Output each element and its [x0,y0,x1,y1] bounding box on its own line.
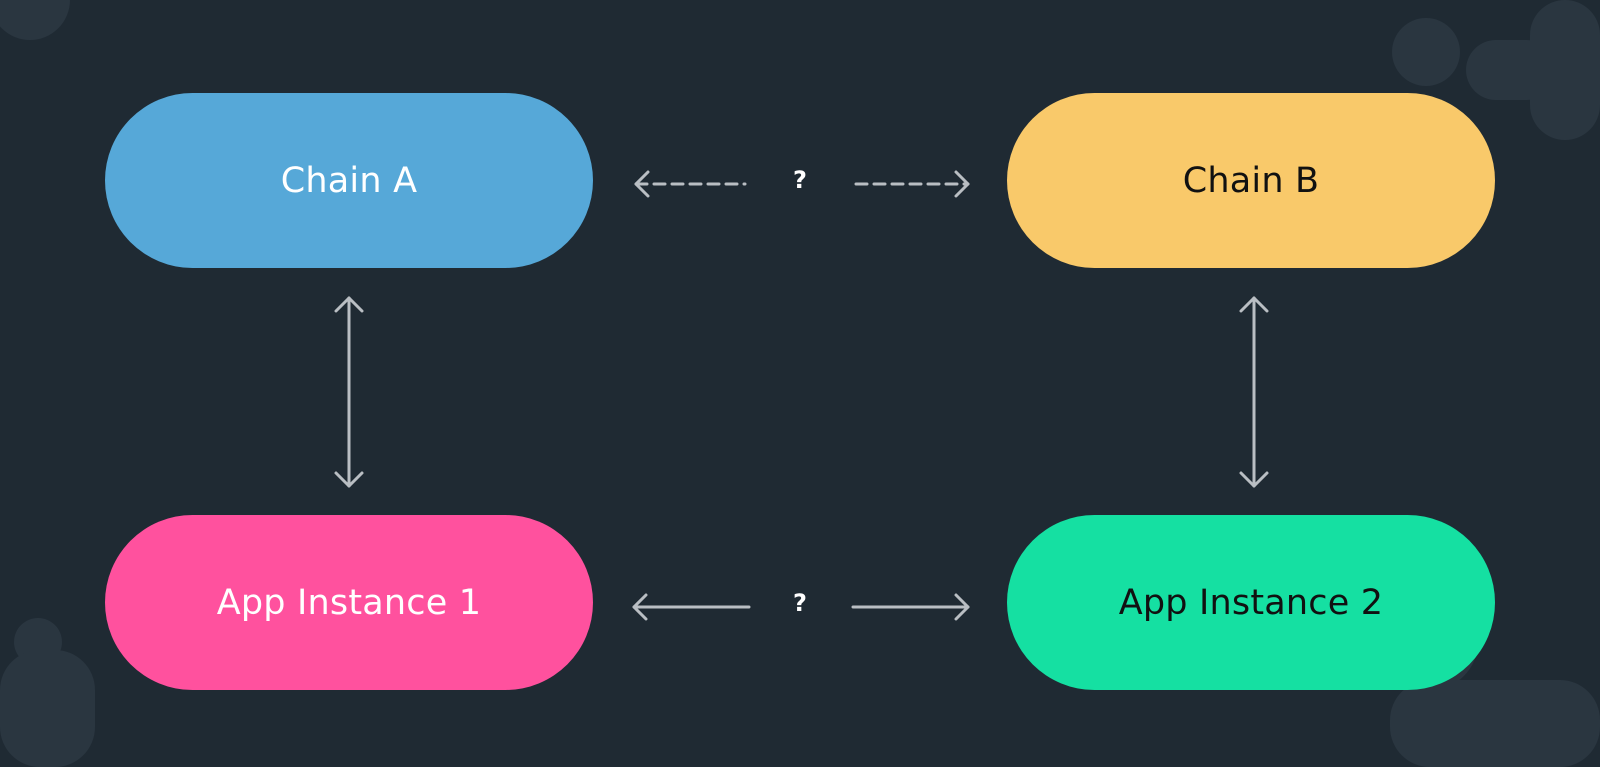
chains-connection-label: ? [793,166,807,194]
chain-a-app-1-arrow [334,296,364,488]
chains-dashed-arrow [634,170,970,198]
app-instance-2-label: App Instance 2 [1118,582,1384,623]
chain-b-label: Chain B [1182,160,1320,201]
chain-b-app-2-arrow [1239,296,1269,488]
chain-b-node: Chain B [1007,93,1495,268]
chain-a-node: Chain A [105,93,593,268]
app-instance-1-label: App Instance 1 [216,582,482,623]
apps-connection-label: ? [793,589,807,617]
apps-solid-arrow [632,593,970,621]
app-instance-1-node: App Instance 1 [105,515,593,690]
app-instance-2-node: App Instance 2 [1007,515,1495,690]
chain-a-label: Chain A [280,160,418,201]
